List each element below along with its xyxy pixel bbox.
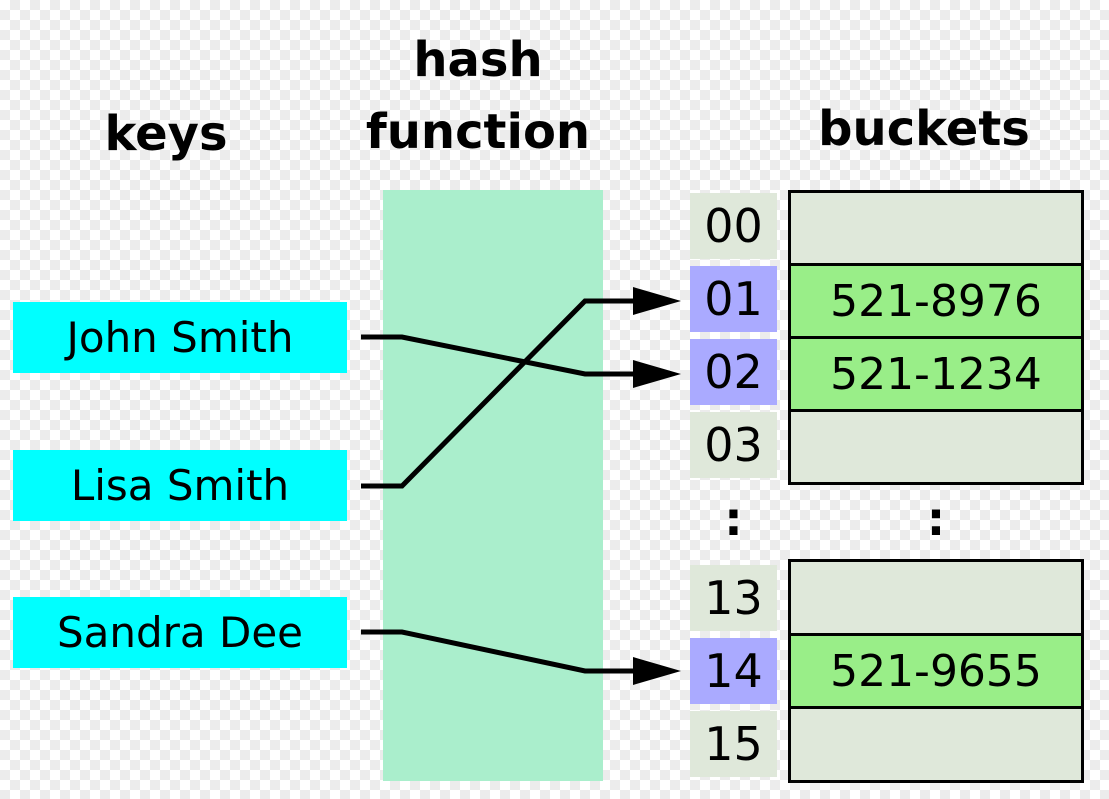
bucket-table-bottom: 521-9655 (788, 559, 1084, 783)
index-cell-02: 02 (690, 339, 777, 405)
bucket-row-03 (791, 409, 1081, 482)
bucket-row-02: 521-1234 (791, 336, 1081, 409)
key-box-john-smith: John Smith (13, 302, 347, 373)
hash-function-box (383, 190, 603, 781)
arrowhead-icon (633, 287, 681, 315)
bucket-row-15 (791, 706, 1081, 781)
arrowhead-icon (633, 360, 681, 388)
index-ellipsis: : (724, 492, 743, 546)
hash-function-title: hash function (353, 24, 603, 168)
bucket-table-top: 521-8976 521-1234 (788, 190, 1084, 485)
buckets-ellipsis: : (926, 492, 946, 546)
hash-function-title-line2: function (365, 104, 591, 160)
index-cell-14: 14 (690, 638, 777, 704)
index-cell-00: 00 (690, 193, 777, 259)
index-cell-01: 01 (690, 266, 777, 332)
bucket-row-00 (791, 193, 1081, 263)
index-cell-03: 03 (690, 412, 777, 478)
key-box-lisa-smith: Lisa Smith (13, 450, 347, 521)
index-cell-15: 15 (690, 711, 777, 777)
bucket-row-14: 521-9655 (791, 632, 1081, 707)
keys-title: keys (104, 106, 228, 162)
index-cell-13: 13 (690, 565, 777, 631)
bucket-row-01: 521-8976 (791, 263, 1081, 336)
bucket-row-13 (791, 562, 1081, 633)
buckets-title: buckets (818, 101, 1030, 157)
key-box-sandra-dee: Sandra Dee (13, 597, 347, 668)
hash-function-title-line1: hash (413, 32, 543, 88)
arrowhead-icon (633, 657, 681, 685)
